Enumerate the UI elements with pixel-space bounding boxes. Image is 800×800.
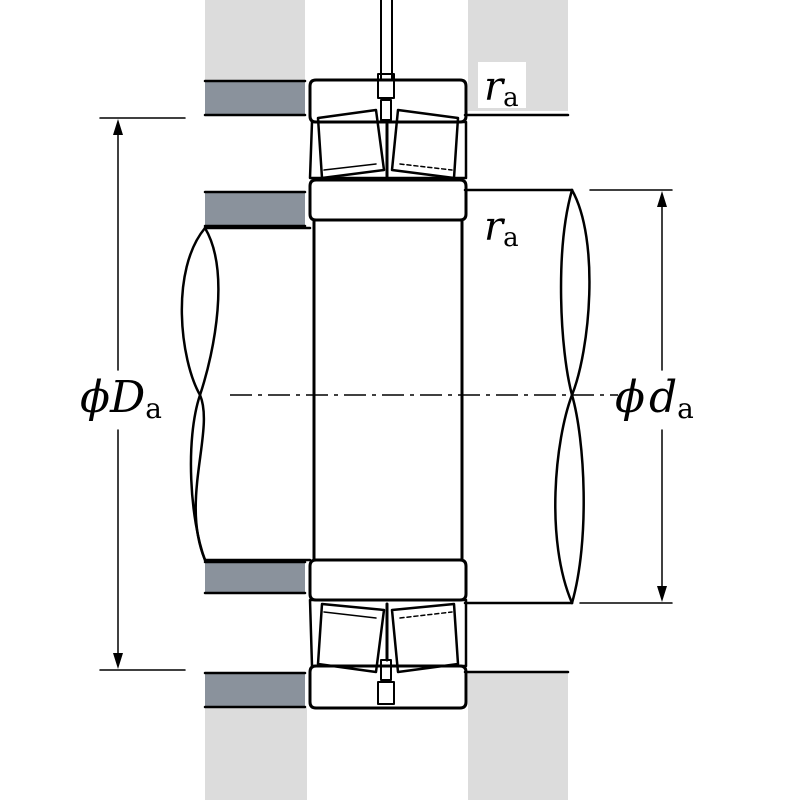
housing <box>205 0 568 800</box>
inner-ring <box>312 218 464 562</box>
dimension-da <box>579 189 673 604</box>
roller-bottom-left <box>316 602 386 674</box>
shoulders <box>203 79 307 709</box>
label-ra-top: ra <box>484 64 519 113</box>
shaft <box>180 188 591 605</box>
inner-ring-top <box>308 178 468 222</box>
label-phi-da: ϕda <box>615 372 694 425</box>
housing-bottom-left <box>205 708 307 800</box>
ra-top-label-box <box>478 62 526 108</box>
lubrication-tube <box>377 0 395 121</box>
label-ra-bottom: ra <box>484 204 519 253</box>
shaft-shoulder-bottom <box>203 560 307 595</box>
roller-top-right <box>390 108 460 180</box>
housing-shoulder-top <box>203 79 307 117</box>
bearing-bottom <box>308 558 468 710</box>
housing-shoulder-bottom <box>203 671 307 709</box>
bearing-top <box>308 0 468 222</box>
dimension-Da <box>99 117 186 671</box>
roller-bottom-right <box>390 602 460 674</box>
outer-ring-bottom <box>308 664 468 710</box>
roller-top-left <box>316 108 386 180</box>
housing-top-left <box>205 0 305 81</box>
shaft-shoulder-top <box>203 190 307 228</box>
inner-ring-bottom <box>308 558 468 602</box>
label-phi-Da: ϕDa <box>80 372 162 425</box>
housing-bottom-right <box>468 673 568 800</box>
